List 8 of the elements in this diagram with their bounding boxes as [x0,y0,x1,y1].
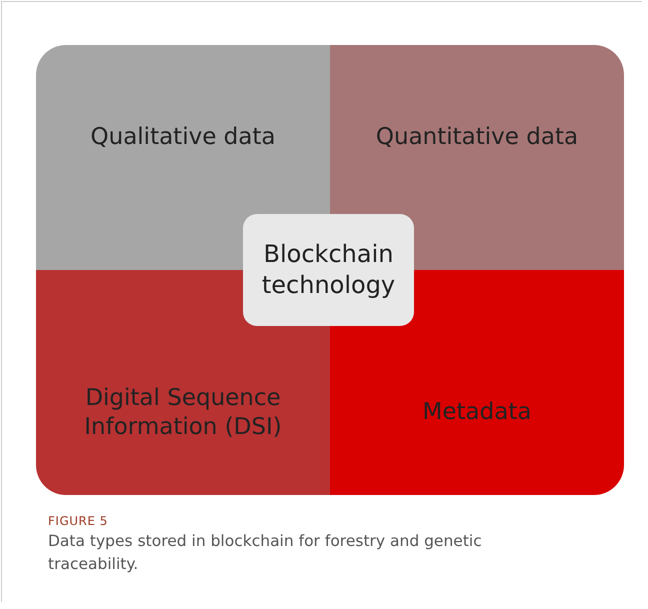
figure-caption: Data types stored in blockchain for forestry and genetic traceability. [48,531,483,576]
node-text: Qualitative data [90,123,276,152]
center-box [243,214,414,326]
node-text: Blockchain technology [260,238,396,301]
node-text: Metadata [422,398,532,427]
node-text: Digital Sequence Information (DSI) [83,384,283,442]
node-text: Quantitative data [376,123,578,152]
figure-label: FIGURE 5 [48,514,108,528]
